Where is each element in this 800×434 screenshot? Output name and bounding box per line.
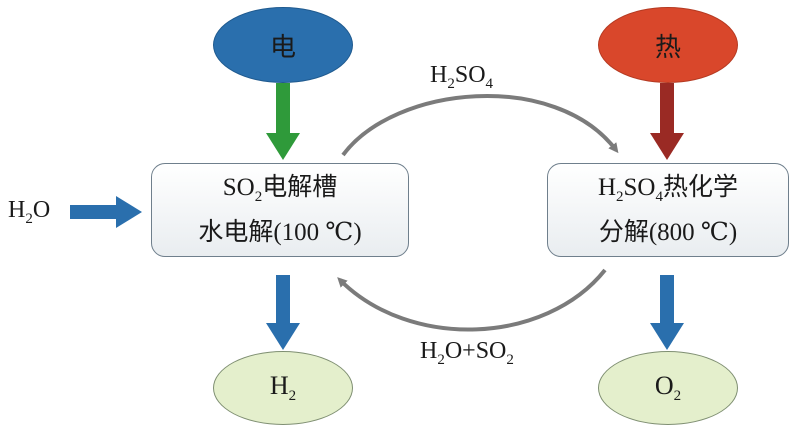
so2-electrolyzer-box: SO2电解槽 水电解(100 ℃) — [151, 163, 409, 257]
h2so4-flow-label: H2SO4 — [430, 62, 494, 92]
electrolyzer-title: SO2电解槽 — [222, 173, 338, 205]
heat-label: 热 — [654, 32, 681, 62]
water-input-label: H2O — [8, 197, 51, 227]
h2o-so2-flow-label: H2O+SO2 — [420, 338, 514, 368]
hydrogen-product: H2 — [213, 351, 353, 425]
oxygen-label: O2 — [654, 370, 682, 405]
decomposer-subtitle: 分解(800 ℃) — [598, 218, 738, 246]
electricity-label: 电 — [269, 32, 296, 62]
h2o-so2-cycle-curve — [337, 268, 607, 332]
h2so4-decomposer-box: H2SO4热化学 分解(800 ℃) — [547, 163, 789, 257]
water-input-arrow — [70, 196, 142, 228]
heat-source: 热 — [598, 7, 738, 83]
electrolyzer-subtitle: 水电解(100 ℃) — [198, 218, 362, 246]
decomposer-title: H2SO4热化学 — [597, 173, 739, 205]
hydrogen-label: H2 — [269, 370, 297, 405]
electricity-to-electrolyzer-arrow — [266, 83, 300, 160]
hydrogen-output-arrow — [266, 275, 300, 350]
oxygen-product: O2 — [598, 351, 738, 425]
heat-to-decomposer-arrow — [650, 83, 684, 160]
electricity-source: 电 — [213, 7, 353, 83]
oxygen-output-arrow — [650, 275, 684, 350]
h2so4-cycle-curve — [341, 94, 619, 157]
